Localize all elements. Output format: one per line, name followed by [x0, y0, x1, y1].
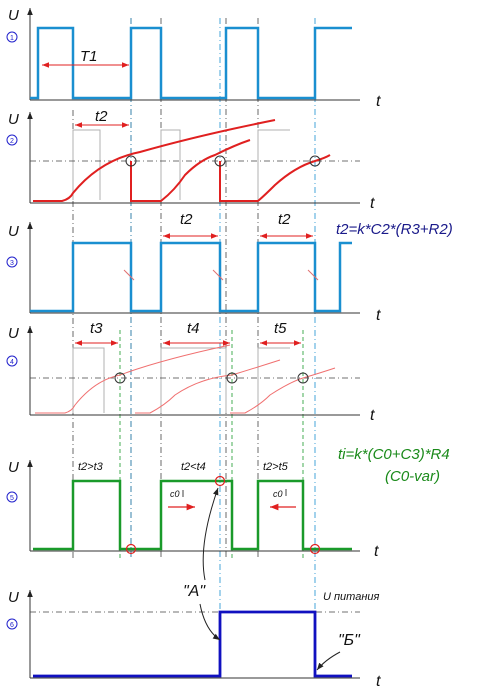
supply-label: U питания	[323, 591, 379, 603]
t-axis-label: t	[376, 307, 381, 324]
panel-number: 6	[10, 622, 14, 629]
callout-b: "Б"	[338, 632, 361, 649]
t2-label-a: t2	[180, 211, 193, 228]
signal-6-waveform	[33, 610, 352, 678]
t-axis-label: t	[376, 93, 381, 110]
cmp-label-1: t2>t3	[78, 461, 104, 473]
ramp-2	[130, 139, 251, 202]
panel-1: U t 1 T1	[6, 7, 381, 110]
t-axis-label: t	[370, 407, 375, 424]
u-axis-label: U	[8, 7, 19, 24]
t-axis-label: t	[374, 543, 379, 560]
panel-number: 3	[10, 260, 14, 267]
signal-5-waveform	[33, 479, 352, 551]
formula-t2: t2=k*C2*(R3+R2)	[336, 221, 453, 238]
panel-2: U t 2 t2	[6, 108, 375, 212]
panel-number: 2	[10, 138, 14, 145]
signal-3-waveform	[30, 241, 352, 313]
t5-label: t5	[274, 320, 287, 337]
signal-1-waveform	[30, 26, 352, 100]
callout-a: "A"	[183, 583, 206, 600]
ramp-4c	[230, 367, 336, 414]
panel-5: U t 5 t2>t3 t2<t4 t2>t5 c0 c0 ti=k*(C0+C…	[6, 446, 450, 560]
c0-label-1: c0	[170, 489, 180, 499]
formula-ti: ti=k*(C0+C3)*R4	[338, 446, 450, 463]
ramp-4a	[35, 344, 231, 414]
u-axis-label: U	[8, 589, 19, 606]
period-label: T1	[80, 48, 98, 65]
ramp-1	[33, 119, 276, 202]
panel-number: 4	[10, 359, 14, 366]
guide-lines	[72, 18, 316, 615]
panel-number: 1	[10, 35, 14, 42]
t2-label-b: t2	[278, 211, 291, 228]
u-axis-label: U	[8, 111, 19, 128]
panel-4: U t 4 t3 t4 t5	[6, 320, 375, 424]
panel-3: U t 3 t2 t2 t2=k*C2*(R3+R2)	[6, 211, 453, 324]
t-axis-label: t	[376, 673, 381, 690]
t2-label: t2	[95, 108, 108, 125]
cmp-label-3: t2>t5	[263, 461, 289, 473]
u-axis-label: U	[8, 459, 19, 476]
cmp-label-2: t2<t4	[181, 461, 206, 473]
t4-label: t4	[187, 320, 200, 337]
u-axis-label: U	[8, 325, 19, 342]
t3-label: t3	[90, 320, 103, 337]
ramp-3	[219, 154, 331, 202]
u-axis-label: U	[8, 223, 19, 240]
panel-number: 5	[10, 495, 14, 502]
panel-6: U t 6 U питания "A" "Б"	[6, 487, 381, 690]
formula-c0: (C0-var)	[385, 468, 440, 485]
ramp-4b	[135, 359, 281, 414]
t-axis-label: t	[370, 195, 375, 212]
c0-label-2: c0	[273, 489, 283, 499]
